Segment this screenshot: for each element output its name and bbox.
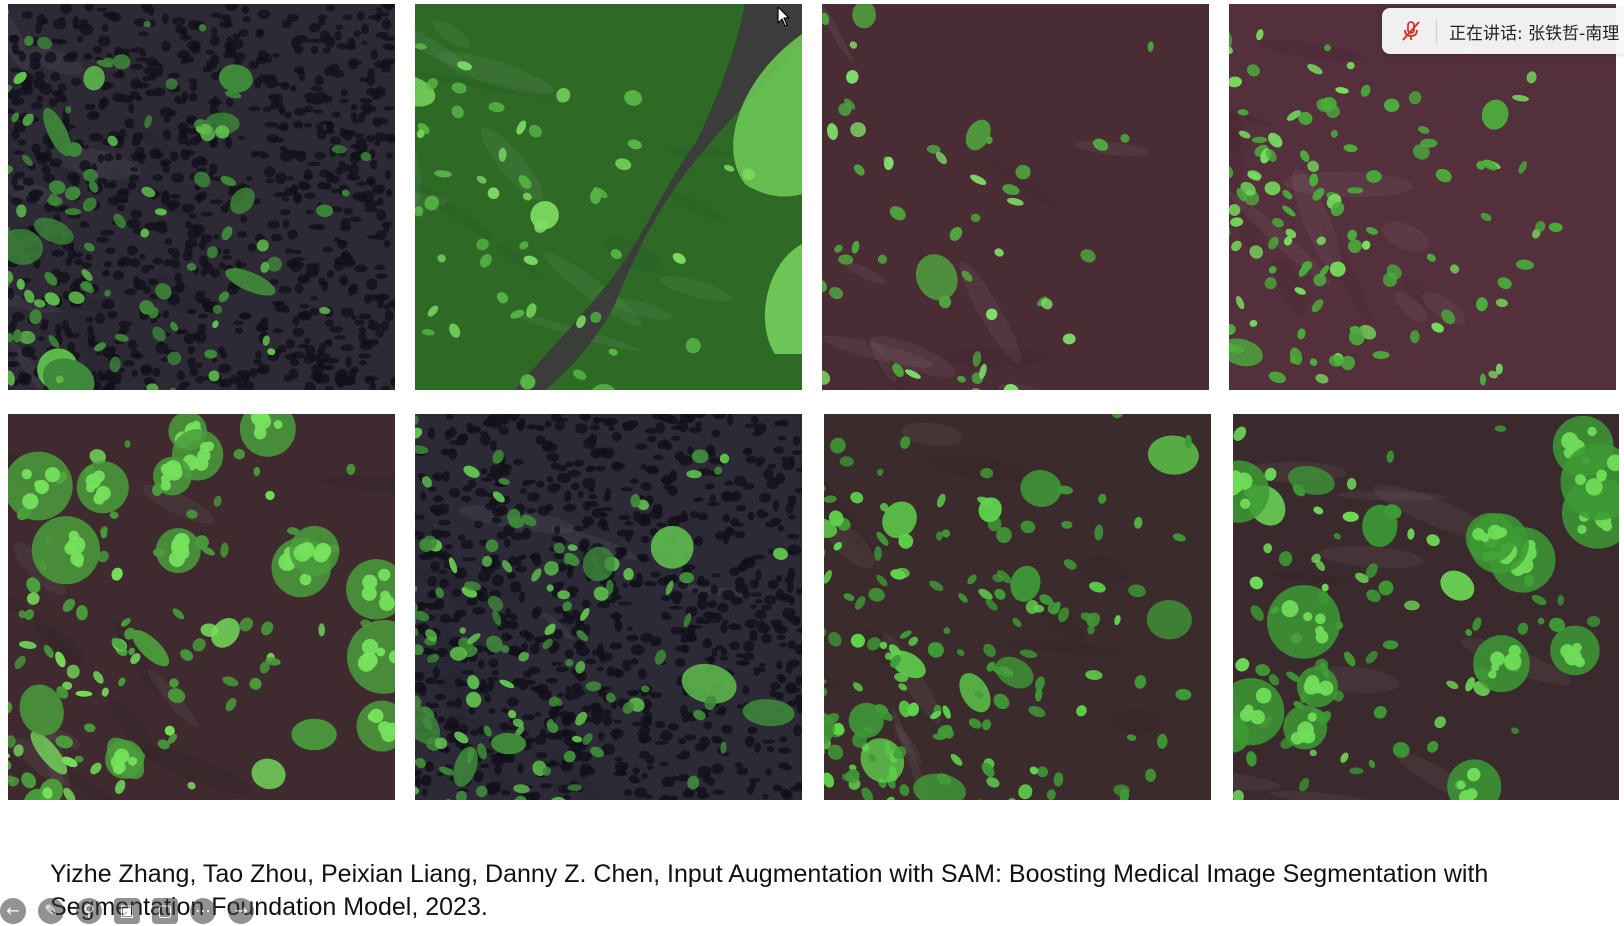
crop-icon[interactable]: ▢ [152,898,178,924]
segmentation-image-3 [822,4,1209,390]
mic-muted-icon[interactable] [1400,20,1422,42]
divider [1436,18,1437,44]
pen-icon[interactable]: ✎ [38,898,64,924]
active-speaker-indicator[interactable]: 正在讲话: 张铁哲-南理 [1382,8,1624,54]
forward-arrow-icon[interactable]: → [228,898,254,924]
segmentation-image-1 [8,4,395,390]
segmentation-image-7 [824,414,1211,800]
search-icon[interactable]: ⚲ [76,898,102,924]
segmentation-image-5 [8,414,395,800]
speaker-name-label: 正在讲话: 张铁哲-南理 [1449,23,1620,44]
monitor-icon[interactable]: ▣ [114,898,140,924]
segmentation-image-8 [1233,414,1619,800]
citation-text: Yizhe Zhang, Tao Zhou, Peixian Liang, Da… [50,860,1489,921]
segmentation-image-4 [1229,4,1616,390]
more-icon[interactable]: ⋯ [190,898,216,924]
segmentation-image-2 [415,4,802,390]
mouse-cursor-icon [777,6,790,27]
back-arrow-icon[interactable]: ← [0,898,26,924]
segmentation-image-6 [415,414,802,800]
presentation-toolbar: ← ✎ ⚲ ▣ ▢ ⋯ → [0,896,300,926]
